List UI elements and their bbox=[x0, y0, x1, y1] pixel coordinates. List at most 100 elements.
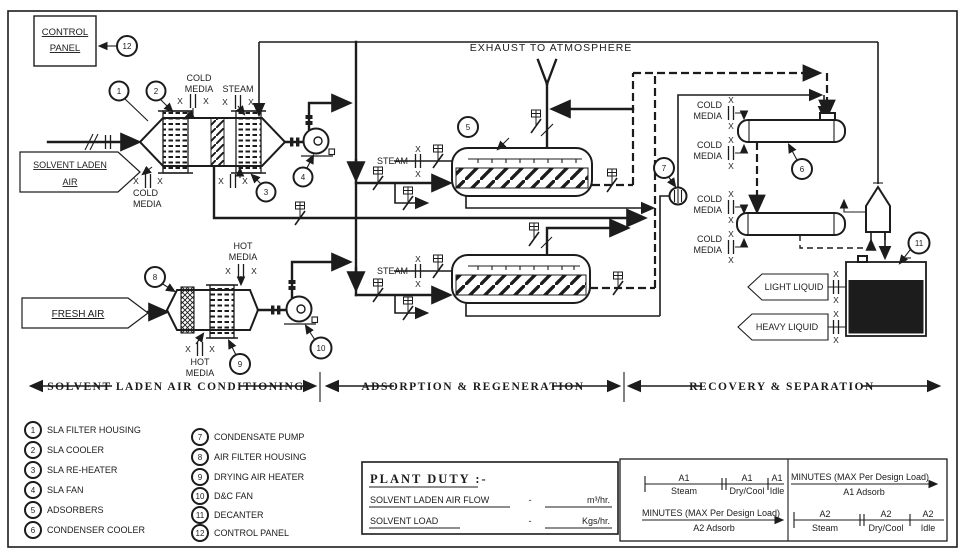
cold-media-top-label: COLD MEDIA X X bbox=[177, 73, 214, 119]
svg-text:Dry/Cool: Dry/Cool bbox=[868, 523, 903, 533]
svg-text:CONDENSER COOLER: CONDENSER COOLER bbox=[47, 525, 146, 535]
legend-item-3: 3 SLA RE-HEATER bbox=[24, 461, 118, 479]
callout-12: 12 bbox=[123, 42, 132, 51]
svg-text:MEDIA: MEDIA bbox=[185, 84, 214, 94]
svg-text:COLD: COLD bbox=[697, 234, 723, 244]
svg-text:AIR FILTER HOUSING: AIR FILTER HOUSING bbox=[214, 452, 306, 462]
air-filter-block bbox=[180, 286, 195, 334]
control-panel-label-2: PANEL bbox=[50, 43, 80, 54]
svg-text:8: 8 bbox=[198, 453, 203, 462]
control-panel: CONTROL PANEL 12 bbox=[33, 15, 138, 67]
svg-text:A2: A2 bbox=[880, 509, 891, 519]
svg-text:A2 Adsorb: A2 Adsorb bbox=[693, 523, 735, 533]
heavy-liquid-banner: HEAVY LIQUID X X bbox=[737, 309, 846, 345]
svg-text:Steam: Steam bbox=[812, 523, 838, 533]
knockout-pot bbox=[865, 182, 891, 240]
callout-9: 9 bbox=[238, 360, 243, 369]
legend-item-4: 4 SLA FAN bbox=[24, 481, 84, 499]
svg-text:A1 Adsorb: A1 Adsorb bbox=[843, 487, 885, 497]
svg-text:7: 7 bbox=[198, 433, 203, 442]
legend-item-8: 8 AIR FILTER HOUSING bbox=[191, 448, 306, 466]
timing-a1-left: A1 Steam A1 Dry/Cool A1 Idle bbox=[644, 473, 784, 496]
svg-text:ADSORBERS: ADSORBERS bbox=[47, 505, 104, 515]
cold-media-cm3: COLD MEDIA X X bbox=[693, 189, 749, 225]
svg-text:X: X bbox=[728, 189, 734, 199]
cold-media-cm2: COLD MEDIA X X bbox=[693, 135, 749, 171]
svg-text:X: X bbox=[415, 169, 421, 179]
adsorber-1-distributor bbox=[477, 159, 577, 163]
svg-text:9: 9 bbox=[198, 473, 203, 482]
plant-duty-box: PLANT DUTY :- SOLVENT LADEN AIR FLOW - m… bbox=[361, 461, 619, 535]
svg-text:X: X bbox=[415, 279, 421, 289]
legend-item-6: 6 CONDENSER COOLER bbox=[24, 521, 146, 539]
legend-item-12: 12 CONTROL PANEL bbox=[191, 524, 289, 542]
svg-text:X: X bbox=[251, 266, 257, 276]
plant-duty-title: PLANT DUTY :- bbox=[370, 472, 488, 486]
sla-fan: 4 bbox=[292, 127, 336, 188]
svg-text:STEAM: STEAM bbox=[222, 84, 253, 94]
condensate-pump: 7 bbox=[653, 157, 688, 206]
timing-a2-left: MINUTES (MAX Per Design Load) A2 Adsorb bbox=[642, 508, 785, 533]
section-sla-conditioning: SOLVENT LADEN AIR CONDITIONING bbox=[28, 379, 318, 393]
svg-text:SOLVENT LADEN AIR CONDITIONING: SOLVENT LADEN AIR CONDITIONING bbox=[47, 381, 305, 393]
timing-a1-right: MINUTES (MAX Per Design Load) A1 Adsorb bbox=[791, 472, 939, 497]
svg-text:-: - bbox=[529, 495, 532, 505]
svg-text:CONTROL PANEL: CONTROL PANEL bbox=[214, 528, 289, 538]
svg-text:X: X bbox=[833, 309, 839, 319]
svg-text:X: X bbox=[185, 344, 191, 354]
svg-text:HOT: HOT bbox=[234, 241, 254, 251]
svg-text:MEDIA: MEDIA bbox=[133, 199, 162, 209]
svg-text:11: 11 bbox=[196, 511, 205, 520]
cold-media-bottom-label: X X COLD MEDIA bbox=[133, 165, 163, 209]
svg-text:COLD: COLD bbox=[697, 100, 723, 110]
drawing-border bbox=[7, 10, 958, 548]
svg-text:10: 10 bbox=[196, 492, 205, 501]
hot-media-bottom-label: X X HOT MEDIA bbox=[185, 332, 215, 378]
svg-text:-: - bbox=[529, 516, 532, 526]
svg-text:MEDIA: MEDIA bbox=[693, 245, 722, 255]
svg-text:X: X bbox=[728, 121, 734, 131]
exhaust-label: EXHAUST TO ATMOSPHERE bbox=[470, 42, 633, 54]
reheater-bottom-valve: X X bbox=[218, 166, 248, 189]
svg-text:X: X bbox=[728, 215, 734, 225]
callout-5: 5 bbox=[466, 123, 471, 132]
svg-text:COLD: COLD bbox=[133, 188, 159, 198]
svg-text:Kgs/hr.: Kgs/hr. bbox=[582, 516, 610, 526]
svg-text:5: 5 bbox=[31, 506, 36, 515]
callout-11: 11 bbox=[915, 239, 924, 248]
svg-text:X: X bbox=[248, 97, 254, 107]
svg-text:SOLVENT LOAD: SOLVENT LOAD bbox=[370, 516, 439, 526]
svg-text:X: X bbox=[728, 161, 734, 171]
adsorber-1-bed bbox=[455, 167, 589, 189]
svg-text:SLA FAN: SLA FAN bbox=[47, 485, 84, 495]
section-dividers: SOLVENT LADEN AIR CONDITIONING ADSORPTIO… bbox=[28, 372, 942, 402]
svg-text:X: X bbox=[728, 95, 734, 105]
svg-text:DECANTER: DECANTER bbox=[214, 510, 264, 520]
svg-text:A2: A2 bbox=[819, 509, 830, 519]
svg-text:MEDIA: MEDIA bbox=[693, 111, 722, 121]
light-liquid-banner: LIGHT LIQUID X X bbox=[747, 269, 846, 305]
legend-item-9: 9 DRYING AIR HEATER bbox=[191, 468, 305, 486]
svg-text:MINUTES (MAX Per Design Load): MINUTES (MAX Per Design Load) bbox=[791, 472, 929, 482]
svg-text:4: 4 bbox=[31, 486, 36, 495]
svg-text:X: X bbox=[222, 97, 228, 107]
sla-vessel: 1 2 3 COLD MEDIA X X STEAM X X X X COLD … bbox=[108, 73, 287, 209]
svg-text:MEDIA: MEDIA bbox=[229, 252, 258, 262]
svg-text:RECOVERY & SEPARATION: RECOVERY & SEPARATION bbox=[689, 381, 875, 393]
exhaust-valve bbox=[530, 109, 554, 137]
svg-text:MINUTES (MAX Per Design Load): MINUTES (MAX Per Design Load) bbox=[642, 508, 780, 518]
svg-text:SLA FILTER HOUSING: SLA FILTER HOUSING bbox=[47, 425, 141, 435]
callout-3: 3 bbox=[264, 188, 269, 197]
adsorber-2: STEAM X X bbox=[377, 222, 591, 304]
hot-media-top-label: HOT MEDIA X X bbox=[225, 241, 258, 287]
svg-text:X: X bbox=[242, 176, 248, 186]
cycle-timing-box: A1 Steam A1 Dry/Cool A1 Idle MINUTES (MA… bbox=[619, 458, 948, 542]
svg-text:CONDENSATE PUMP: CONDENSATE PUMP bbox=[214, 432, 304, 442]
svg-text:A1: A1 bbox=[678, 473, 689, 483]
sla-cooler-coil bbox=[158, 110, 193, 174]
svg-text:COLD: COLD bbox=[697, 194, 723, 204]
svg-text:X: X bbox=[728, 229, 734, 239]
legend-item-5: 5 ADSORBERS bbox=[24, 501, 104, 519]
svg-text:m³/hr.: m³/hr. bbox=[587, 495, 610, 505]
